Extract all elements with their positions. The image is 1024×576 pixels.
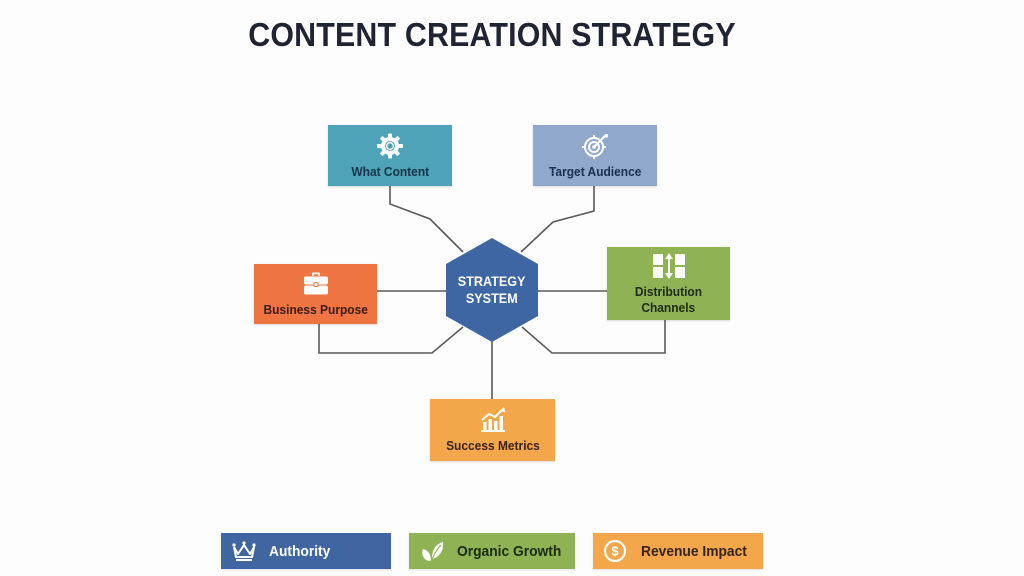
node-label: Success Metrics [445, 438, 540, 453]
connector-business-purpose-lower [318, 324, 464, 354]
outcome-authority[interactable]: Authority [221, 533, 391, 569]
growth-chart-icon [480, 407, 505, 432]
node-label-line2: Channels [641, 299, 696, 315]
svg-text:$: $ [611, 544, 619, 559]
connector-distribution-lower [521, 320, 666, 354]
outcome-label: Revenue Impact [641, 542, 747, 560]
crown-icon [232, 541, 256, 561]
page-title: CONTENT CREATION STRATEGY [248, 16, 736, 53]
node-distribution-channels[interactable]: Distribution Channels [607, 247, 730, 320]
node-label-line1: Distribution [634, 283, 703, 299]
outcome-label: Authority [269, 542, 331, 560]
node-what-content[interactable]: What Content [328, 125, 452, 186]
distribution-icon [652, 252, 685, 279]
gear-icon [377, 133, 403, 158]
connector-what-content [389, 186, 464, 253]
node-target-audience[interactable]: Target Audience [533, 125, 657, 186]
center-label-line1: STRATEGY [458, 273, 526, 289]
node-label: What Content [351, 163, 429, 179]
node-label: Business Purpose [263, 302, 368, 317]
center-label: STRATEGY SYSTEM [446, 238, 538, 342]
outcome-organic-growth[interactable]: Organic Growth [409, 533, 575, 569]
briefcase-icon [303, 272, 328, 295]
node-success-metrics[interactable]: Success Metrics [430, 399, 555, 461]
center-hexagon[interactable] [446, 238, 538, 342]
node-business-purpose[interactable]: Business Purpose [254, 264, 377, 324]
target-icon [582, 133, 608, 159]
dollar-coin-icon: $ [603, 539, 627, 563]
outcome-revenue-impact[interactable]: $ Revenue Impact [593, 533, 763, 569]
node-label: Target Audience [548, 163, 642, 179]
center-label-line2: SYSTEM [466, 290, 518, 306]
outcome-label: Organic Growth [457, 542, 562, 560]
connector-target-audience [520, 186, 595, 253]
leaf-icon [422, 542, 444, 562]
